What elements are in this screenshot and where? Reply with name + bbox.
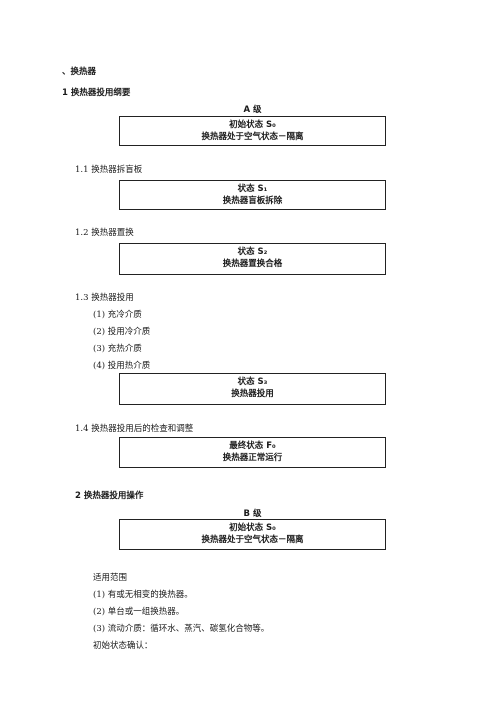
initial-state-box-a: 初始状态 S₀ 换热器处于空气状态－隔离	[119, 116, 386, 146]
box-line-2: 换热器处于空气状态－隔离	[201, 535, 304, 545]
step-item: (3) 充热介质	[93, 344, 142, 354]
scope-item: (1) 有或无相变的换热器。	[93, 590, 193, 600]
subsection-1-4-title: 1.4 换热器投用后的检查和调整	[75, 424, 194, 434]
scope-item: (3) 流动介质：循环水、蒸汽、碳氢化合物等。	[93, 624, 270, 634]
step-item: (1) 充冷介质	[93, 310, 142, 320]
state-s2-box: 状态 S₂ 换热器置换合格	[119, 243, 386, 275]
final-state-box: 最终状态 F₀ 换热器正常运行	[119, 437, 386, 468]
initial-state-box-b: 初始状态 S₀ 换热器处于空气状态－隔离	[119, 519, 386, 550]
step-item: (2) 投用冷介质	[93, 327, 151, 337]
doc-heading: 、换热器	[62, 67, 97, 77]
confirm-title: 初始状态确认：	[93, 641, 153, 651]
box-line-2: 换热器投用	[231, 389, 274, 399]
state-s1-box: 状态 S₁ 换热器盲板拆除	[119, 180, 386, 210]
scope-title: 适用范围	[93, 573, 128, 583]
box-line-1: 状态 S₁	[237, 184, 268, 194]
section-1-title: 1 换热器投用纲要	[62, 88, 131, 98]
box-line-2: 换热器正常运行	[222, 453, 283, 463]
box-line-1: 最终状态 F₀	[229, 441, 276, 451]
box-line-1: 初始状态 S₀	[229, 120, 276, 130]
box-line-1: 初始状态 S₀	[229, 523, 276, 533]
state-s3-box: 状态 S₃ 换热器投用	[119, 373, 386, 405]
subsection-1-3-title: 1.3 换热器投用	[75, 293, 134, 303]
scope-item: (2) 单台或一组换热器。	[93, 607, 185, 617]
subsection-1-1-title: 1.1 换热器拆盲板	[75, 165, 143, 175]
box-line-1: 状态 S₂	[237, 247, 268, 257]
level-b-label: B 级	[243, 509, 262, 519]
box-line-1: 状态 S₃	[237, 377, 268, 387]
level-a-label: A 级	[243, 105, 262, 115]
subsection-1-2-title: 1.2 换热器置换	[75, 228, 134, 238]
box-line-2: 换热器盲板拆除	[222, 196, 283, 206]
box-line-2: 换热器处于空气状态－隔离	[201, 132, 304, 142]
step-item: (4) 投用热介质	[93, 361, 151, 371]
box-line-2: 换热器置换合格	[222, 259, 283, 269]
section-2-title: 2 换热器投用操作	[75, 491, 144, 501]
